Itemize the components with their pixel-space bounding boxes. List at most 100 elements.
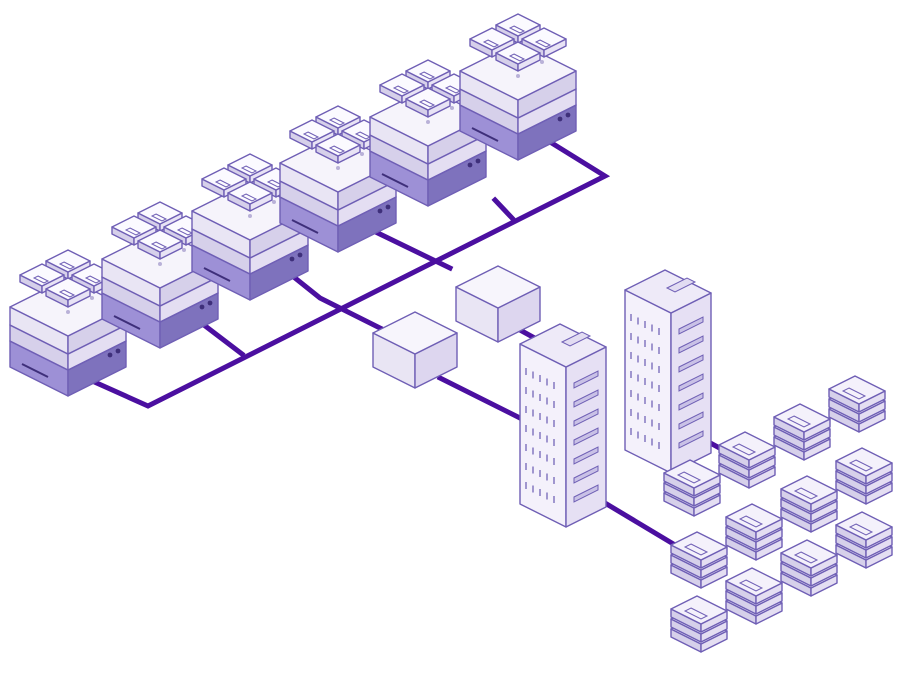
junction-box bbox=[372, 311, 458, 389]
drive-label bbox=[793, 551, 819, 564]
drive-bay bbox=[678, 411, 704, 430]
status-led bbox=[557, 116, 563, 122]
status-led bbox=[207, 300, 213, 306]
drive-block bbox=[780, 475, 838, 533]
drive-label bbox=[786, 415, 812, 428]
status-led bbox=[385, 204, 391, 210]
server-slot bbox=[471, 127, 499, 142]
status-led bbox=[199, 304, 205, 310]
panel-dot bbox=[158, 262, 162, 266]
tower-cap bbox=[665, 277, 697, 293]
junction-box bbox=[455, 265, 541, 343]
disk-drive bbox=[828, 375, 886, 413]
storage-stack bbox=[191, 153, 309, 301]
drive-label bbox=[214, 179, 232, 188]
drive-label bbox=[482, 39, 500, 48]
drive-label bbox=[731, 443, 757, 456]
drive-label bbox=[240, 193, 258, 202]
drive-label bbox=[418, 71, 436, 80]
drive-block bbox=[670, 595, 728, 653]
drive-bay bbox=[573, 370, 599, 389]
drive-block bbox=[773, 403, 831, 461]
tower-body bbox=[519, 323, 607, 528]
status-led bbox=[377, 208, 383, 214]
drive-bay bbox=[573, 465, 599, 484]
drive-label bbox=[508, 53, 526, 62]
storage-stack bbox=[9, 249, 127, 397]
drive-label bbox=[848, 459, 874, 472]
storage-stack bbox=[369, 59, 487, 207]
drive-array bbox=[663, 375, 893, 653]
panel-dot bbox=[426, 120, 430, 124]
status-led bbox=[475, 158, 481, 164]
panel-dot bbox=[360, 152, 364, 156]
drive-bay bbox=[573, 446, 599, 465]
drive-label bbox=[84, 275, 102, 284]
drive-label bbox=[508, 25, 526, 34]
drive-label bbox=[683, 607, 709, 620]
panel-dot bbox=[272, 200, 276, 204]
disk-drive bbox=[725, 567, 783, 605]
drive-tile bbox=[227, 181, 273, 212]
disk-drive bbox=[670, 595, 728, 633]
drive-label bbox=[444, 85, 462, 94]
server-slot bbox=[381, 173, 409, 188]
drive-label bbox=[32, 275, 50, 284]
junction-boxes bbox=[372, 265, 541, 389]
drive-block bbox=[725, 503, 783, 561]
panel-dot bbox=[450, 106, 454, 110]
drive-tile bbox=[495, 41, 541, 72]
drive-tile bbox=[405, 87, 451, 118]
drive-bay bbox=[678, 392, 704, 411]
drive-bay bbox=[678, 430, 704, 449]
status-led bbox=[565, 112, 571, 118]
drive-label bbox=[534, 39, 552, 48]
drive-label bbox=[676, 471, 702, 484]
panel-dot bbox=[90, 296, 94, 300]
rack-tower bbox=[519, 323, 607, 528]
status-led bbox=[289, 256, 295, 262]
rack-tower bbox=[624, 269, 712, 474]
disk-drive bbox=[835, 447, 893, 485]
drive-block bbox=[670, 531, 728, 589]
network-link bbox=[196, 318, 246, 358]
drive-bay bbox=[678, 316, 704, 335]
drive-bay bbox=[678, 354, 704, 373]
server-slot bbox=[113, 315, 141, 330]
network-link bbox=[86, 138, 611, 409]
tower-body bbox=[624, 269, 712, 474]
drive-bay bbox=[573, 427, 599, 446]
drive-bay bbox=[678, 373, 704, 392]
status-led bbox=[115, 348, 121, 354]
disk-drive bbox=[670, 531, 728, 569]
drive-bay bbox=[678, 335, 704, 354]
drive-block bbox=[725, 567, 783, 625]
panel-dot bbox=[248, 214, 252, 218]
drive-bay bbox=[573, 484, 599, 503]
drive-label bbox=[841, 387, 867, 400]
disk-drive bbox=[780, 539, 838, 577]
drive-label bbox=[738, 579, 764, 592]
storage-stacks bbox=[9, 13, 577, 397]
drive-label bbox=[683, 543, 709, 556]
drive-label bbox=[793, 487, 819, 500]
disk-drive bbox=[725, 503, 783, 541]
drive-block bbox=[718, 431, 776, 489]
disk-drive bbox=[663, 459, 721, 497]
drive-label bbox=[354, 131, 372, 140]
drive-tile bbox=[137, 229, 183, 260]
network-link bbox=[491, 196, 516, 222]
drive-block bbox=[663, 459, 721, 517]
disk-drive bbox=[835, 511, 893, 549]
drive-bay bbox=[573, 389, 599, 408]
drive-label bbox=[58, 261, 76, 270]
drive-label bbox=[302, 131, 320, 140]
status-led bbox=[297, 252, 303, 258]
disk-drive bbox=[773, 403, 831, 441]
drive-block bbox=[835, 511, 893, 569]
status-led bbox=[107, 352, 113, 358]
tower-cap bbox=[560, 331, 592, 347]
drive-tile bbox=[45, 277, 91, 308]
